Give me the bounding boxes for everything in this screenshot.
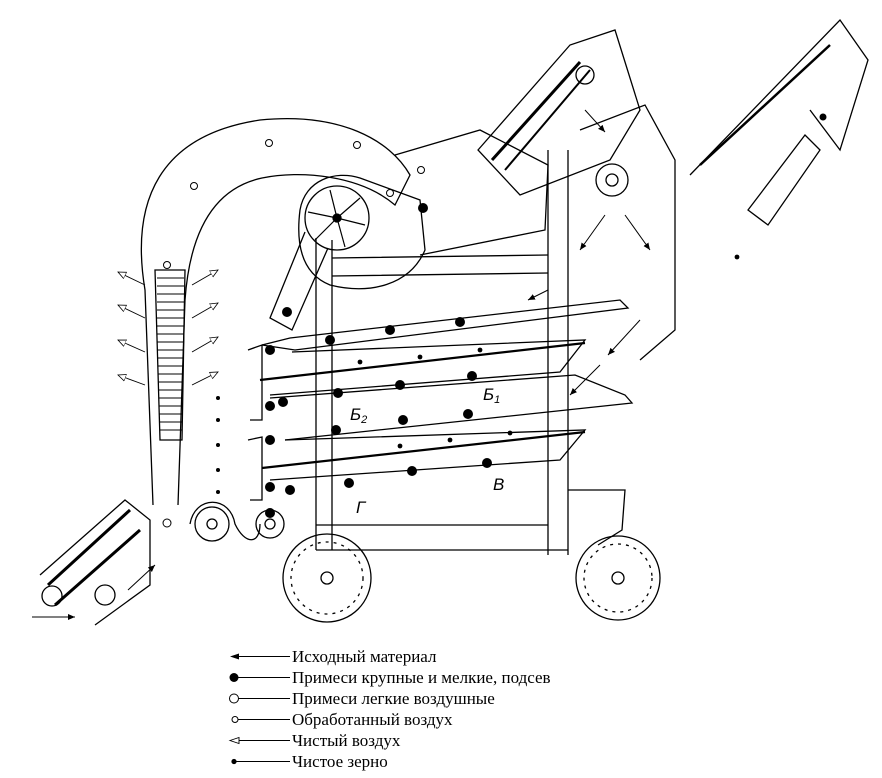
frame-crossbar xyxy=(331,254,549,277)
elevator-head-pulley xyxy=(575,65,595,85)
external-belt xyxy=(699,44,831,166)
legend-row-light: Примеси легкие воздушные xyxy=(228,688,688,709)
fan-wheel xyxy=(304,185,370,251)
legend-text: Чистое зерно xyxy=(292,752,388,771)
legend-row-clean-grain: Чистое зерно xyxy=(228,751,688,772)
auger-left xyxy=(194,506,230,542)
feed-sprocket xyxy=(94,584,116,606)
frame-post-right xyxy=(547,150,569,555)
left-hopper-upper xyxy=(247,344,263,421)
legend-row-processed-air: Обработанный воздух xyxy=(228,709,688,730)
wheel-rear-tread xyxy=(583,543,653,613)
feed-pulley xyxy=(41,585,63,607)
large-filled-dot-icon xyxy=(229,673,290,682)
frame-base xyxy=(316,524,568,551)
large-hollow-dot-icon xyxy=(229,693,290,704)
clean-air-arrows xyxy=(118,270,218,386)
legend-text: Чистый воздух xyxy=(292,731,401,750)
clean-grain-dots xyxy=(216,254,740,494)
label-b1: Б1 xyxy=(483,385,500,406)
wheel-front xyxy=(282,533,372,623)
external-discharge xyxy=(747,134,821,226)
wheel-rear xyxy=(575,535,661,621)
sieve-v-line xyxy=(261,430,586,470)
distributor-roll-hub xyxy=(605,173,619,187)
distributor-roll xyxy=(595,163,629,197)
auger-right-hub xyxy=(264,518,276,530)
hollow-arrow-icon xyxy=(228,736,290,745)
wheel-front-hub xyxy=(320,571,334,585)
feed-conveyor xyxy=(39,499,151,626)
fan-housing xyxy=(298,174,426,290)
small-hollow-dot-icon xyxy=(231,716,290,723)
bucket-elevator xyxy=(477,29,641,196)
small-filled-dot-icon xyxy=(231,758,290,765)
sieve-b1-line xyxy=(259,341,586,382)
label-b2: Б2 xyxy=(350,405,367,426)
legend-row-impurities: Примеси крупные и мелкие, подсев xyxy=(228,667,688,688)
sieve-b2-frame xyxy=(269,374,634,441)
legend-text: Примеси крупные и мелкие, подсев xyxy=(292,668,551,687)
legend-text: Примеси легкие воздушные xyxy=(292,689,495,708)
legend-row-source: Исходный материал xyxy=(228,646,688,667)
elevator-belt-return xyxy=(504,69,591,171)
feed-belt xyxy=(46,508,141,607)
sieve-upper-frame xyxy=(261,299,630,351)
air-dots xyxy=(162,139,425,528)
arrow-filled-icon xyxy=(230,653,290,660)
wheel-rear-hub xyxy=(611,571,625,585)
elevator-belt xyxy=(490,60,582,162)
label-g: Г xyxy=(356,498,367,517)
left-hopper-lower xyxy=(247,436,263,501)
legend-text: Обработанный воздух xyxy=(292,710,453,729)
impurity-dots xyxy=(265,113,827,518)
auger-trough xyxy=(189,501,261,541)
louvre-channel xyxy=(154,269,186,441)
auger-left-hub xyxy=(206,518,218,530)
fan-chute xyxy=(269,231,329,331)
rear-axle-bracket xyxy=(568,489,626,546)
wheel-front-tread xyxy=(290,541,364,615)
legend-row-clean-air: Чистый воздух xyxy=(228,730,688,751)
air-duct xyxy=(140,118,411,506)
fan-blades xyxy=(307,189,366,248)
sieve-b1-deck xyxy=(269,339,587,396)
external-conveyor xyxy=(689,18,869,176)
legend: Исходный материал Примеси крупные и мелк… xyxy=(228,646,688,772)
material-arrows xyxy=(32,109,651,620)
louvre-slats xyxy=(157,277,184,431)
machine-outline xyxy=(39,18,869,626)
grain-cleaner-drawing: Б1 Б2 В Г xyxy=(32,18,869,626)
label-v: В xyxy=(493,475,504,494)
cyclone-body xyxy=(579,104,676,361)
legend-text: Исходный материал xyxy=(292,647,437,666)
